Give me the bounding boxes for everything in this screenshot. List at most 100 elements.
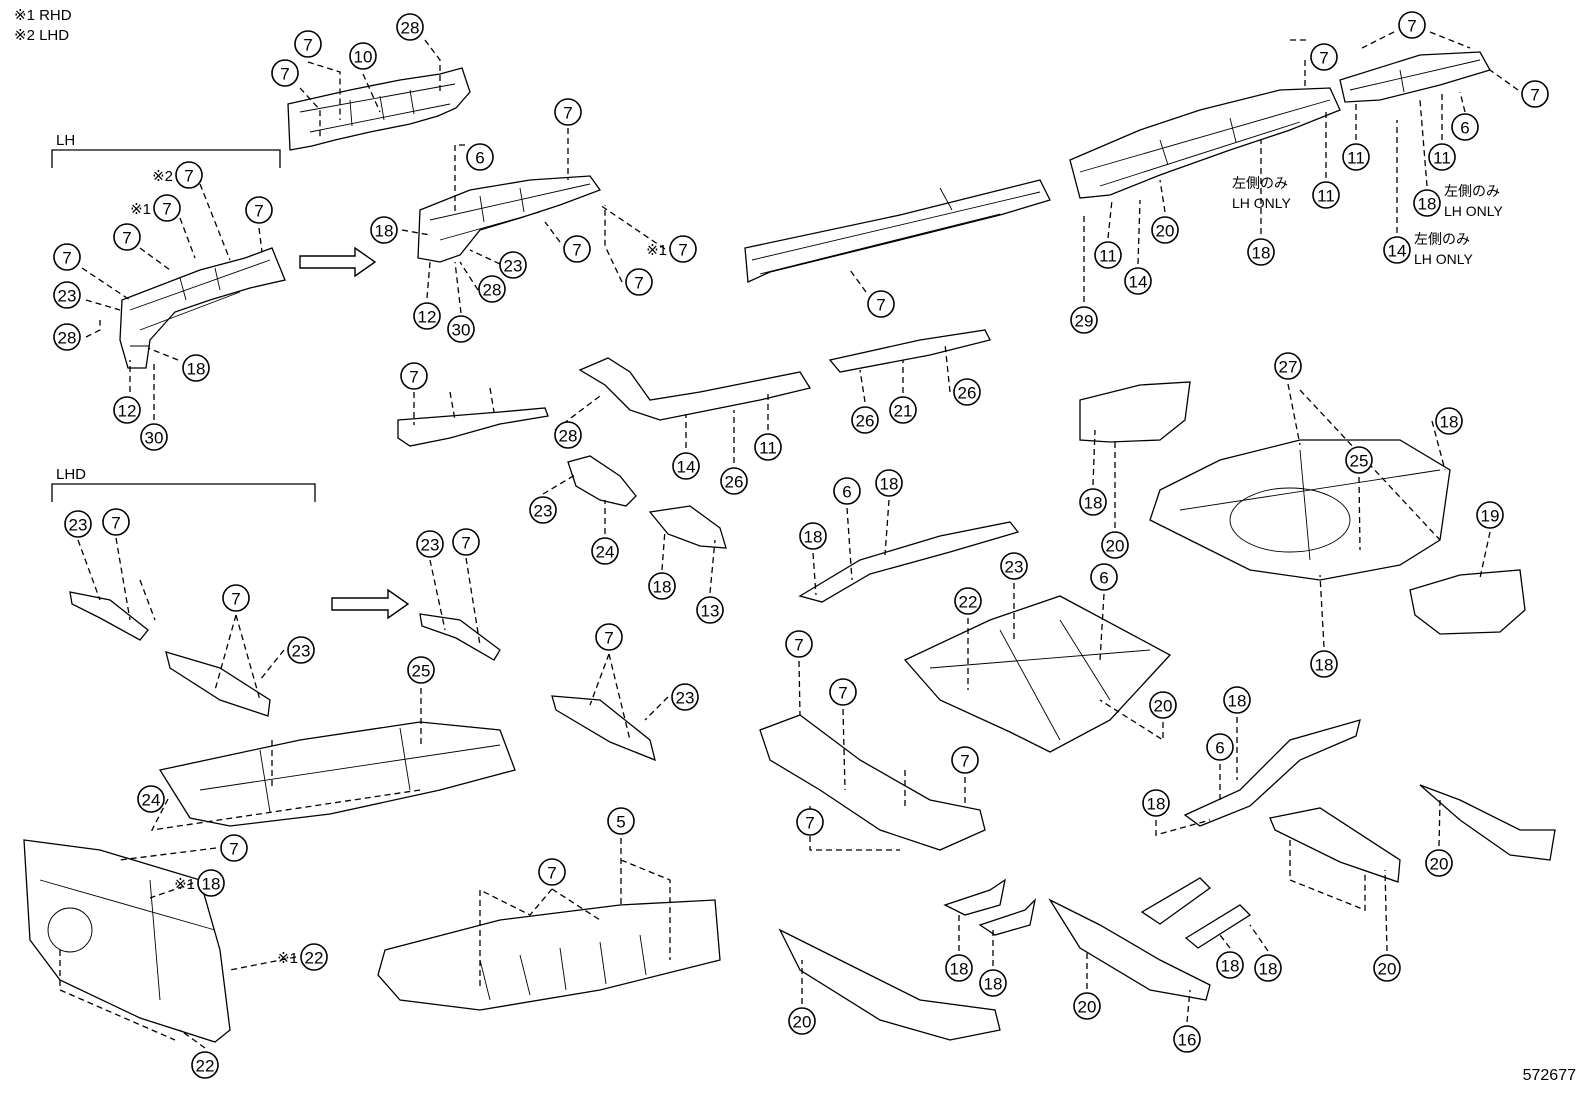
callout-number: 14 xyxy=(1129,273,1148,292)
callout-number: 7 xyxy=(1530,86,1539,105)
part-callout-7: 7 xyxy=(400,362,428,390)
callout-circle xyxy=(953,378,981,406)
part-callout-23: 23 xyxy=(499,251,527,279)
callout-circle xyxy=(478,275,506,303)
part-callout-20: 20 xyxy=(1073,992,1101,1020)
callout-circle xyxy=(833,477,861,505)
callout-number: 18 xyxy=(950,960,969,979)
part-dash-panel xyxy=(23,839,231,1043)
part-callout-11: 11 xyxy=(1094,241,1122,269)
part-callout-10: 10 xyxy=(349,42,377,70)
part-callout-18: 18 xyxy=(1216,951,1244,979)
callout-number: 7 xyxy=(62,249,71,268)
callout-number: 18 xyxy=(1440,413,1459,432)
callout-number: 20 xyxy=(1430,855,1449,874)
part-callout-12: 12 xyxy=(113,396,141,424)
part-callout-23: 23 xyxy=(53,281,81,309)
callout-number: 26 xyxy=(958,384,977,403)
callout-circle xyxy=(1142,789,1170,817)
part-callout-7: 7※2 xyxy=(152,161,203,189)
callout-circle xyxy=(300,943,328,971)
part-callout-18: 18 xyxy=(1079,488,1107,516)
callout-number: 23 xyxy=(69,516,88,535)
callout-circle xyxy=(1428,143,1456,171)
part-callout-6: 6 xyxy=(1206,733,1234,761)
callout-circle xyxy=(554,421,582,449)
callout-number: 12 xyxy=(418,308,437,327)
part-rocker-reinforcement xyxy=(578,357,812,421)
part-rocker-outer-front xyxy=(397,407,549,447)
part-callout-20: 20 xyxy=(1373,954,1401,982)
callout-number: 20 xyxy=(1154,697,1173,716)
callout-number: 16 xyxy=(1178,1031,1197,1050)
part-callout-14: 14 xyxy=(1383,236,1411,264)
part-callout-7: 7 xyxy=(796,808,824,836)
note-rhd: ※1 RHD xyxy=(14,7,72,24)
callout-number: 18 xyxy=(187,360,206,379)
callout-number: 21 xyxy=(894,402,913,421)
part-cowl-side-upper xyxy=(287,67,471,151)
callout-number: 7 xyxy=(409,368,418,387)
part-rear-floor-pan xyxy=(1149,439,1451,581)
callout-number: 7 xyxy=(254,202,263,221)
part-callout-6: 6 xyxy=(833,477,861,505)
callout-number: 19 xyxy=(1481,507,1500,526)
part-lh-front-assembly xyxy=(119,247,286,369)
callout-number: 18 xyxy=(202,875,221,894)
part-center-floor-pan xyxy=(903,595,1172,753)
callout-number: 28 xyxy=(401,19,420,38)
callout-circle xyxy=(1151,216,1179,244)
part-callout-12: 12 xyxy=(413,302,441,330)
callout-circle xyxy=(851,406,879,434)
callout-circle xyxy=(625,268,653,296)
callout-circle xyxy=(1413,189,1441,217)
callout-circle xyxy=(53,323,81,351)
callout-number: 23 xyxy=(292,642,311,661)
part-brace-b xyxy=(1184,904,1252,949)
callout-number: 18 xyxy=(1315,656,1334,675)
callout-circle xyxy=(396,13,424,41)
callout-circle xyxy=(1101,531,1129,559)
part-tail-brace xyxy=(1419,784,1556,861)
callout-number: 14 xyxy=(1388,242,1407,261)
part-callout-18: 18 xyxy=(1142,789,1170,817)
callout-number: 22 xyxy=(196,1057,215,1076)
callout-number: 22 xyxy=(305,949,324,968)
part-callout-18: 18 xyxy=(875,469,903,497)
callout-circle xyxy=(447,315,475,343)
part-rear-cross-member-b xyxy=(1048,898,1211,1001)
callout-circle xyxy=(1342,143,1370,171)
callout-circle xyxy=(1149,691,1177,719)
callout-circle xyxy=(672,452,700,480)
callout-circle xyxy=(1398,11,1426,39)
callout-circle xyxy=(1206,733,1234,761)
leader-lines xyxy=(59,31,1519,1049)
callout-number: 12 xyxy=(118,402,137,421)
part-callout-16: 16 xyxy=(1173,1025,1201,1053)
callout-circle xyxy=(1425,849,1453,877)
callout-circle xyxy=(452,528,480,556)
callout-circle xyxy=(466,143,494,171)
callout-circle xyxy=(287,636,315,664)
part-callout-18: 18 xyxy=(1310,650,1338,678)
callout-circle xyxy=(591,537,619,565)
callout-circle xyxy=(175,161,203,189)
callout-prefix: ※1 xyxy=(646,242,667,259)
part-callout-25: 25 xyxy=(407,656,435,684)
callout-circle xyxy=(197,869,225,897)
part-callout-6: 6 xyxy=(1451,113,1479,141)
note-lhd: ※2 LHD xyxy=(14,27,70,44)
part-rear-cross-member-a xyxy=(778,928,1001,1041)
callout-circle xyxy=(945,954,973,982)
part-callout-7: 7 xyxy=(222,584,250,612)
part-callout-18: 18 xyxy=(1223,686,1251,714)
callout-circle xyxy=(1223,686,1251,714)
part-callout-23: 23 xyxy=(529,496,557,524)
part-callout-7: 7 xyxy=(102,508,130,536)
callout-circle xyxy=(416,530,444,558)
section-brackets: LH LHD xyxy=(51,132,316,502)
callout-circle xyxy=(349,42,377,70)
part-callout-18: 18 xyxy=(370,216,398,244)
